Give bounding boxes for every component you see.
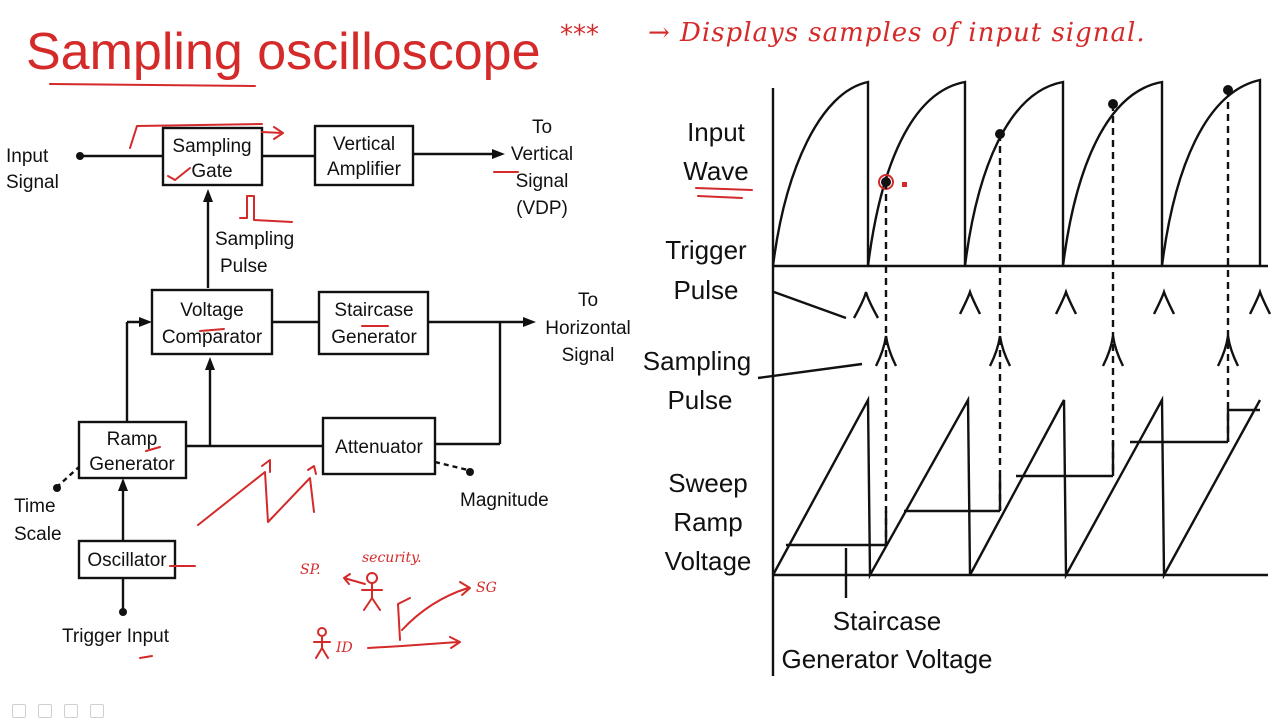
trigger-pulse-3: [1054, 288, 1078, 315]
staircase-voltage-label-1: Staircase: [833, 606, 941, 636]
time-scale-label-2: Scale: [14, 524, 62, 545]
title-underline: [49, 83, 256, 87]
ramp-generator-label-2: Generator: [89, 454, 175, 475]
sampling-gate-label-1: Sampling: [172, 136, 251, 157]
ramp-generator-label-1: Ramp: [107, 429, 158, 450]
sampling-pulse-wave-label-2: Pulse: [667, 385, 732, 415]
zoom-icon[interactable]: [90, 704, 104, 718]
staircase-generator-block: [317, 290, 430, 356]
input-wave-trace: [771, 78, 1262, 267]
to-horizontal-label-1: To: [578, 290, 598, 311]
voltage-comparator-label-2: Comparator: [162, 327, 263, 348]
staircase-trace: [786, 408, 1260, 547]
slide-title: Sampling oscilloscope: [26, 23, 541, 81]
to-horizontal-label-3: Signal: [562, 345, 615, 366]
vertical-amplifier-label-1: Vertical: [333, 134, 395, 155]
annotation-id: ID: [335, 640, 353, 656]
sampling-pulse-label-2: Pulse: [220, 256, 268, 277]
grid-icon[interactable]: [64, 704, 78, 718]
sampling-gate-label-2: Gate: [191, 161, 232, 182]
block-diagram-wires: [53, 149, 536, 616]
waveform-plot: [695, 78, 1272, 676]
back-icon[interactable]: [12, 704, 26, 718]
sweep-ramp-label-3: Voltage: [665, 546, 752, 576]
trigger-input-label: Trigger Input: [62, 626, 170, 647]
annotation-sp: SP.: [300, 562, 321, 578]
oscillator-label: Oscillator: [87, 550, 167, 571]
staircase-generator-label-2: Generator: [331, 327, 417, 348]
block-diagram-ink: [129, 123, 519, 659]
trigger-pulse-label-2: Pulse: [673, 275, 738, 305]
vertical-amplifier-label-2: Amplifier: [327, 159, 402, 180]
annotation-security: security.: [362, 550, 422, 566]
voltage-comparator-label-1: Voltage: [180, 300, 243, 321]
handwritten-sketch: SP. security. SG ID: [300, 550, 497, 659]
to-vertical-label-3: Signal: [516, 171, 569, 192]
sampling-pulse-label-1: Sampling: [215, 229, 294, 250]
staircase-generator-label-1: Staircase: [334, 300, 413, 321]
attenuator-block: [321, 416, 437, 476]
handwritten-note: → Displays samples of input signal.: [648, 18, 1146, 48]
input-signal-label-1: Input: [6, 146, 49, 167]
input-wave-label-2: Wave: [683, 156, 749, 186]
trigger-pulse-2: [958, 288, 982, 315]
sampling-pulse-3: [1101, 335, 1125, 367]
vertical-amplifier-block: [313, 124, 415, 187]
sweep-ramp-trace: [771, 395, 1262, 580]
to-vertical-label-4: (VDP): [516, 198, 568, 219]
to-horizontal-label-2: Horizontal: [545, 318, 631, 339]
sampling-pulse-1: [874, 335, 898, 367]
to-vertical-label-1: To: [532, 117, 552, 138]
title-asterisks: ***: [560, 20, 599, 50]
input-wave-label-1: Input: [687, 117, 746, 147]
wave-underline: [695, 187, 753, 199]
attenuator-label: Attenuator: [335, 437, 423, 458]
staircase-voltage-label-2: Generator Voltage: [781, 644, 992, 674]
input-signal-label-2: Signal: [6, 172, 59, 193]
annotation-sg: SG: [476, 580, 497, 596]
sweep-ramp-label-2: Ramp: [673, 507, 742, 537]
oscillator-block: [77, 539, 177, 580]
sampling-pulse-wave-label-1: Sampling: [643, 346, 751, 376]
sweep-ramp-label-1: Sweep: [668, 468, 748, 498]
trigger-pulse-label-1: Trigger: [665, 235, 747, 265]
trigger-pulse-4: [1152, 288, 1176, 315]
magnitude-label: Magnitude: [460, 490, 549, 511]
trigger-pulse-1: [852, 291, 880, 319]
voltage-comparator-block: [150, 288, 274, 356]
ramp-generator-block: [77, 420, 188, 480]
sampling-pulse-2: [988, 335, 1012, 367]
pointer-dot: [902, 182, 907, 187]
trigger-pulse-5: [1248, 288, 1272, 315]
pen-icon[interactable]: [38, 704, 52, 718]
sampling-pulse-4: [1216, 335, 1240, 367]
time-scale-label-1: Time: [14, 496, 56, 517]
to-vertical-label-2: Vertical: [511, 144, 573, 165]
slide-controls: [0, 700, 130, 720]
